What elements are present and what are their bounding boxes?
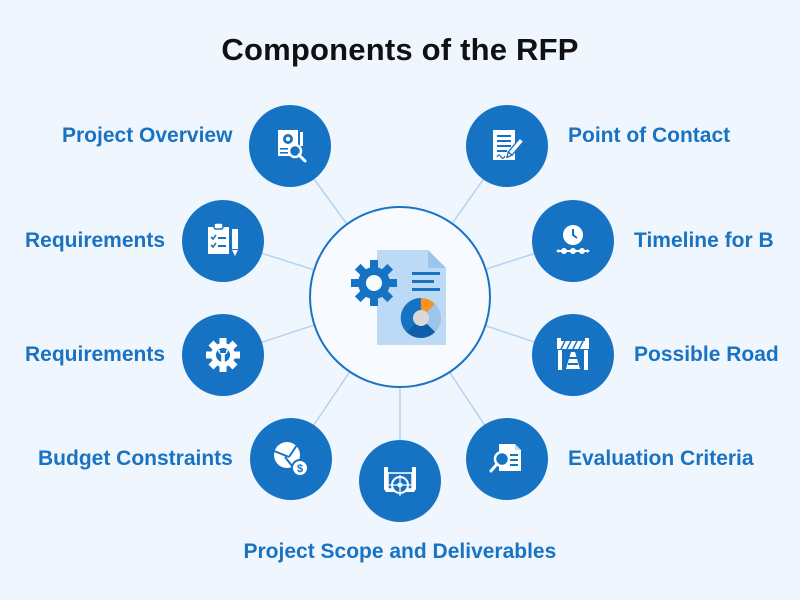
blueprint-target-icon [384,467,416,496]
label-evaluation-criteria: Evaluation Criteria [568,447,754,470]
label-requirements-1: Requirements [25,229,166,252]
node-point-of-contact [466,105,548,187]
label-possible-roadblocks: Possible Road [634,343,779,366]
roadblock-cone-icon [557,338,589,370]
label-point-of-contact: Point of Contact [568,124,731,147]
node-budget-constraints: $ [250,418,332,500]
clipboard-checklist-icon [208,222,238,256]
hub-node [309,206,491,388]
node-evaluation-criteria [466,418,548,500]
node-requirements-2 [182,314,264,396]
label-project-overview: Project Overview [62,124,233,147]
label-timeline: Timeline for B [634,229,774,252]
diagram-title: Components of the RFP [221,32,579,67]
rfp-document-icon [351,250,446,345]
label-budget-constraints: Budget Constraints [38,447,233,470]
pie-dollar-icon: $ [273,442,309,477]
node-possible-roadblocks [532,314,614,396]
node-requirements-1 [182,200,264,282]
document-signature-icon [493,130,525,160]
label-requirements-2: Requirements [25,343,166,366]
document-gear-search-icon [278,130,307,163]
nodes: $ [182,105,614,522]
gear-wrench-icon [206,338,240,372]
label-project-scope: Project Scope and Deliverables [243,540,557,563]
clock-timeline-icon [556,225,590,254]
node-project-overview [249,105,331,187]
document-magnifier-icon [489,444,521,473]
node-timeline [532,200,614,282]
node-project-scope [359,440,441,522]
svg-text:$: $ [297,463,303,475]
